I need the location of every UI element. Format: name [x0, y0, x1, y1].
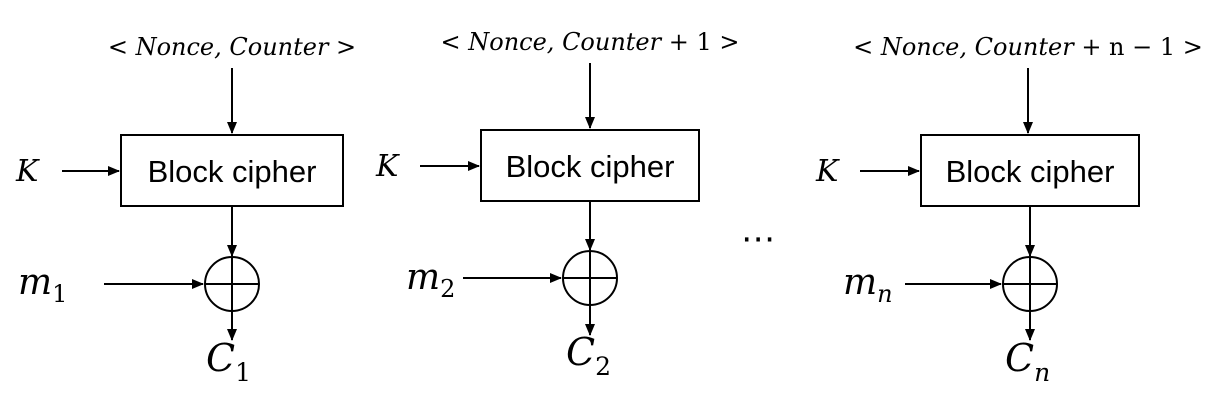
block-cipher-box-2 — [480, 129, 700, 202]
block-cipher-label-1: Block cipher — [148, 154, 317, 189]
ciphertext-label-n: Cn — [1005, 336, 1050, 387]
message-label-2: m2 — [406, 257, 455, 303]
counter-input-label-2: < Nonce, Counter + 1 > — [441, 28, 740, 56]
block-cipher-label-2: Block cipher — [506, 149, 675, 184]
key-label-n: K — [815, 154, 840, 189]
stage-2: < Nonce, Counter + 1 > Block cipher K m2… — [375, 28, 739, 381]
stage-n: < Nonce, Counter + n − 1 > Block cipher … — [815, 33, 1203, 387]
message-label-n: mn — [843, 262, 893, 308]
counter-input-label-n: < Nonce, Counter + n − 1 > — [853, 33, 1203, 61]
block-cipher-label-n: Block cipher — [946, 154, 1115, 189]
xor-operator-n — [1002, 256, 1058, 312]
ciphertext-label-2: C2 — [566, 330, 611, 381]
stage-1: < Nonce, Counter > Block cipher K m1 C1 — [15, 33, 356, 387]
counter-input-label-1: < Nonce, Counter > — [108, 33, 356, 61]
ellipsis: ⋯ — [741, 219, 775, 259]
key-label-1: K — [15, 154, 40, 189]
xor-operator-1 — [204, 256, 260, 312]
key-label-2: K — [375, 149, 400, 184]
message-label-1: m1 — [18, 262, 67, 308]
ciphertext-label-1: C1 — [206, 336, 251, 387]
xor-operator-2 — [562, 250, 618, 306]
